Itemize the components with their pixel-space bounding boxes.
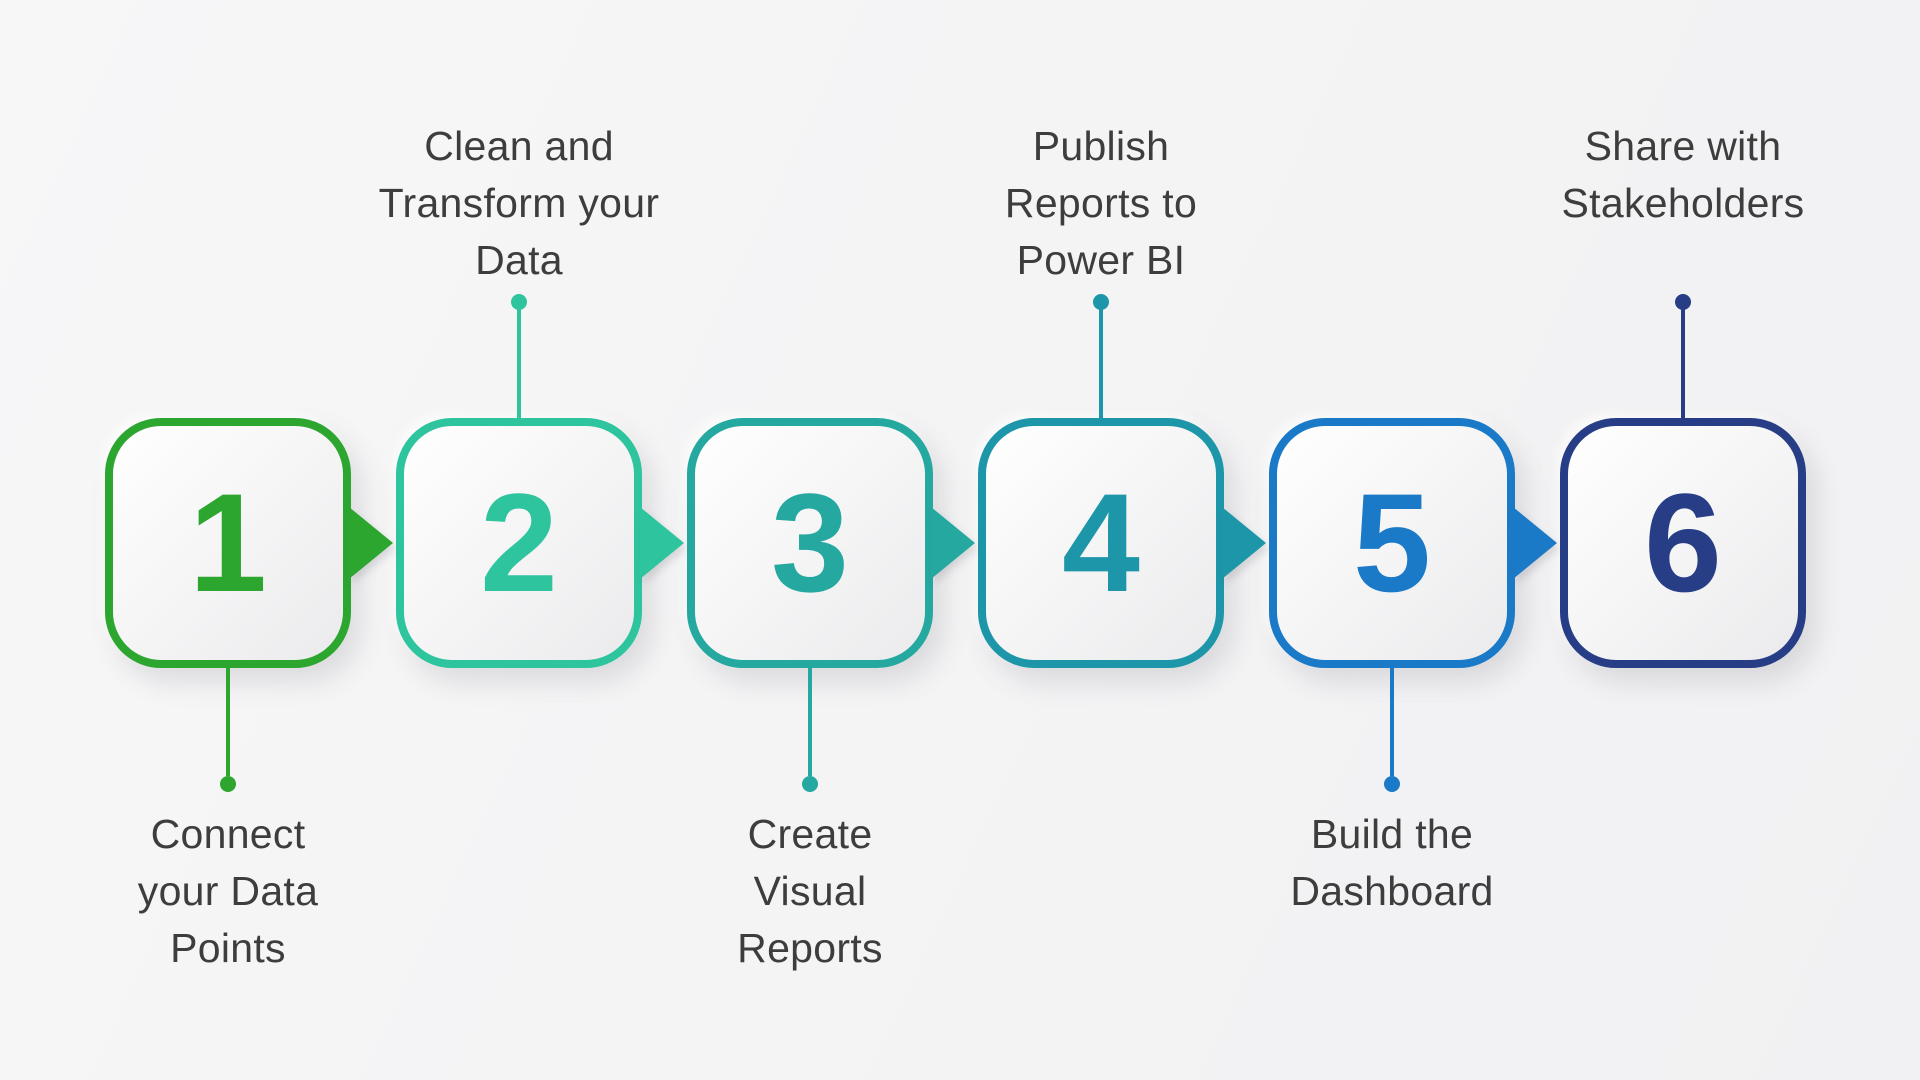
step-6-box: 6 (1560, 418, 1806, 668)
arrow-right-icon (349, 507, 393, 579)
arrow-right-icon (1222, 507, 1266, 579)
step-5: 5 Build the Dashboard (1246, 0, 1538, 1080)
connector-line (517, 302, 521, 420)
step-6: 6 Share with Stakeholders (1537, 0, 1829, 1080)
arrow-right-icon (1513, 507, 1557, 579)
step-2-label: Clean and Transform your Data (373, 118, 665, 289)
step-4: 4 Publish Reports to Power BI (955, 0, 1247, 1080)
label-line: Dashboard (1290, 868, 1494, 914)
label-line: Power BI (1016, 237, 1186, 283)
label-line: Data (475, 237, 563, 283)
step-1-label: Connect your Data Points (82, 806, 374, 977)
connector-dot (220, 776, 236, 792)
step-5-number: 5 (1353, 464, 1431, 621)
connector-dot (802, 776, 818, 792)
arrow-right-icon (640, 507, 684, 579)
label-line: Publish (1032, 123, 1170, 169)
label-line: Visual (753, 868, 867, 914)
step-1-number: 1 (189, 464, 267, 621)
step-6-number: 6 (1644, 464, 1722, 621)
step-1-box: 1 (105, 418, 351, 668)
step-3-box: 3 (687, 418, 933, 668)
step-6-label: Share with Stakeholders (1537, 118, 1829, 232)
label-line: your Data (137, 868, 319, 914)
connector-dot (1384, 776, 1400, 792)
connector-dot (1675, 294, 1691, 310)
label-line: Points (170, 925, 286, 971)
label-line: Clean and (424, 123, 614, 169)
step-1: 1 Connect your Data Points (82, 0, 374, 1080)
connector-line (808, 666, 812, 776)
label-line: Build the (1310, 811, 1474, 857)
label-line: Reports to (1004, 180, 1198, 226)
connector-dot (511, 294, 527, 310)
step-2-number: 2 (480, 464, 558, 621)
connector-line (1681, 302, 1685, 420)
label-line: Create (747, 811, 873, 857)
label-line: Share with (1584, 123, 1782, 169)
label-line: Reports (737, 925, 883, 971)
step-4-box: 4 (978, 418, 1224, 668)
connector-dot (1093, 294, 1109, 310)
step-4-number: 4 (1062, 464, 1140, 621)
step-5-label: Build the Dashboard (1246, 806, 1538, 920)
connector-line (226, 666, 230, 776)
step-3: 3 Create Visual Reports (664, 0, 956, 1080)
step-3-label: Create Visual Reports (664, 806, 956, 977)
step-5-box: 5 (1269, 418, 1515, 668)
connector-line (1390, 666, 1394, 776)
step-3-number: 3 (771, 464, 849, 621)
label-line: Stakeholders (1561, 180, 1805, 226)
connector-line (1099, 302, 1103, 420)
label-line: Transform your (378, 180, 660, 226)
step-2-box: 2 (396, 418, 642, 668)
step-4-label: Publish Reports to Power BI (955, 118, 1247, 289)
arrow-right-icon (931, 507, 975, 579)
step-2: 2 Clean and Transform your Data (373, 0, 665, 1080)
label-line: Connect (150, 811, 306, 857)
